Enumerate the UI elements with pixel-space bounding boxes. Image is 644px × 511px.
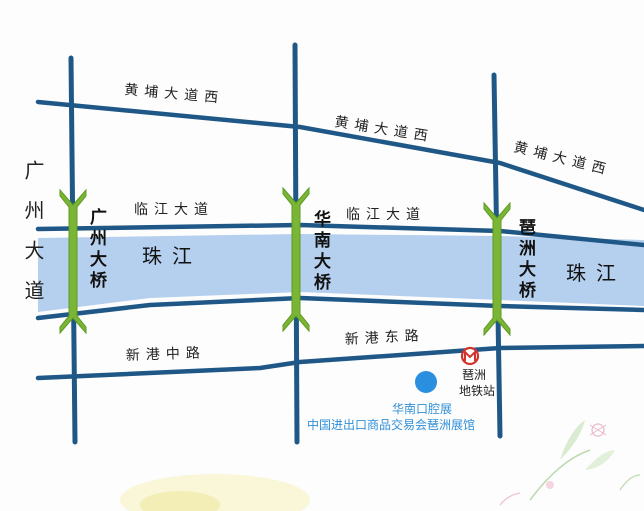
label-linjiang-2: 临江大道 (346, 207, 426, 223)
label-pearl-river-1: 珠江 (142, 244, 202, 268)
bridges (59, 186, 511, 337)
venue-location-dot (415, 371, 437, 393)
venue-event-name: 华南口腔展 (392, 401, 452, 416)
linjiang-road (35, 222, 644, 248)
label-huangpu-west-1: 黄埔大道西 (124, 81, 225, 107)
label-huanan-bridge: 华南大桥 (310, 209, 331, 294)
metro-station-name: 琶洲 (462, 368, 486, 382)
label-pearl-river-2: 珠江 (566, 261, 626, 285)
huangpu-road (35, 99, 644, 213)
pazhou-bridge-marker (483, 201, 511, 337)
guangzhou-bridge-marker (59, 188, 87, 335)
label-xingang-dong: 新港东路 (344, 328, 425, 348)
label-xingang-zhong: 新港中路 (126, 345, 207, 364)
label-guangzhou-bridge: 广州大桥 (86, 207, 108, 292)
huanan-bridge-marker (282, 186, 310, 333)
label-guangzhou-dadao: 广州大道 (21, 160, 45, 320)
venue-hall-name: 中国进出口商品交易会琶洲展馆 (307, 417, 475, 432)
label-linjiang-1: 临江大道 (134, 202, 214, 218)
xingang-road (35, 343, 644, 381)
metro-station-type: 地铁站 (459, 384, 495, 398)
metro-logo-icon (460, 346, 480, 366)
decorative-flowers (120, 420, 641, 511)
label-pazhou-bridge: 琶洲大桥 (515, 218, 536, 302)
